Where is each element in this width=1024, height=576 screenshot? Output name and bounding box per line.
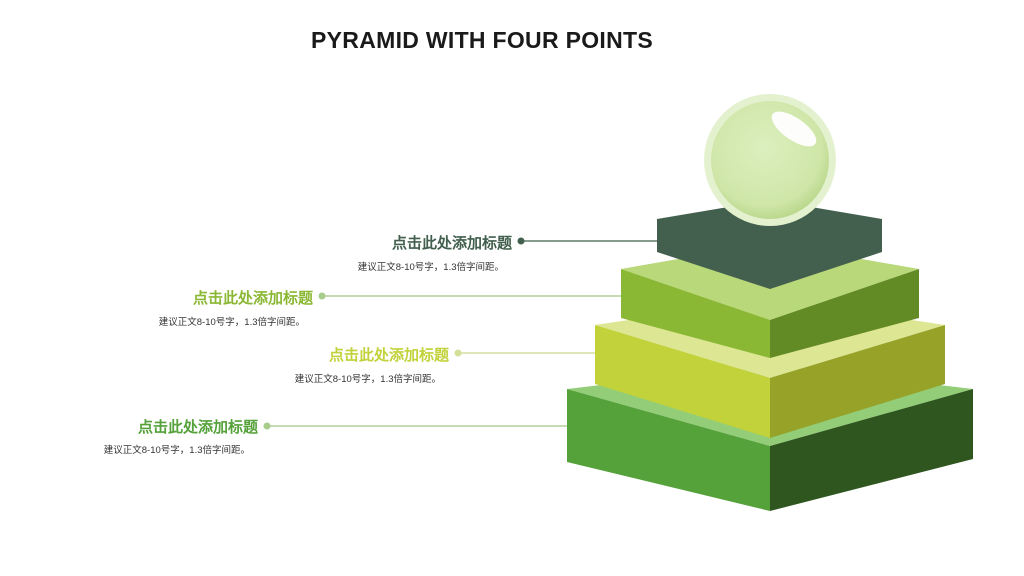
point-2-heading: 点击此处添加标题 (192, 290, 313, 307)
connector-dot-3 (454, 349, 462, 357)
point-1-heading: 点击此处添加标题 (391, 235, 512, 252)
point-4-text: 建议正文8-10号字，1.3倍字间距。 (103, 445, 250, 456)
point-2-text: 建议正文8-10号字，1.3倍字间距。 (158, 317, 305, 328)
sphere-icon (704, 94, 836, 226)
connector-dot-2 (318, 292, 326, 300)
point-4-heading: 点击此处添加标题 (137, 419, 258, 436)
pyramid-level-1 (657, 200, 882, 289)
point-3-text: 建议正文8-10号字，1.3倍字间距。 (294, 374, 441, 385)
connector-lines (263, 237, 660, 430)
connector-dot-4 (263, 422, 271, 430)
point-1-text: 建议正文8-10号字，1.3倍字间距。 (357, 262, 504, 273)
page-title: PYRAMID WITH FOUR POINTS (311, 27, 653, 53)
connector-dot-1 (517, 237, 525, 245)
point-3-heading: 点击此处添加标题 (328, 347, 449, 364)
